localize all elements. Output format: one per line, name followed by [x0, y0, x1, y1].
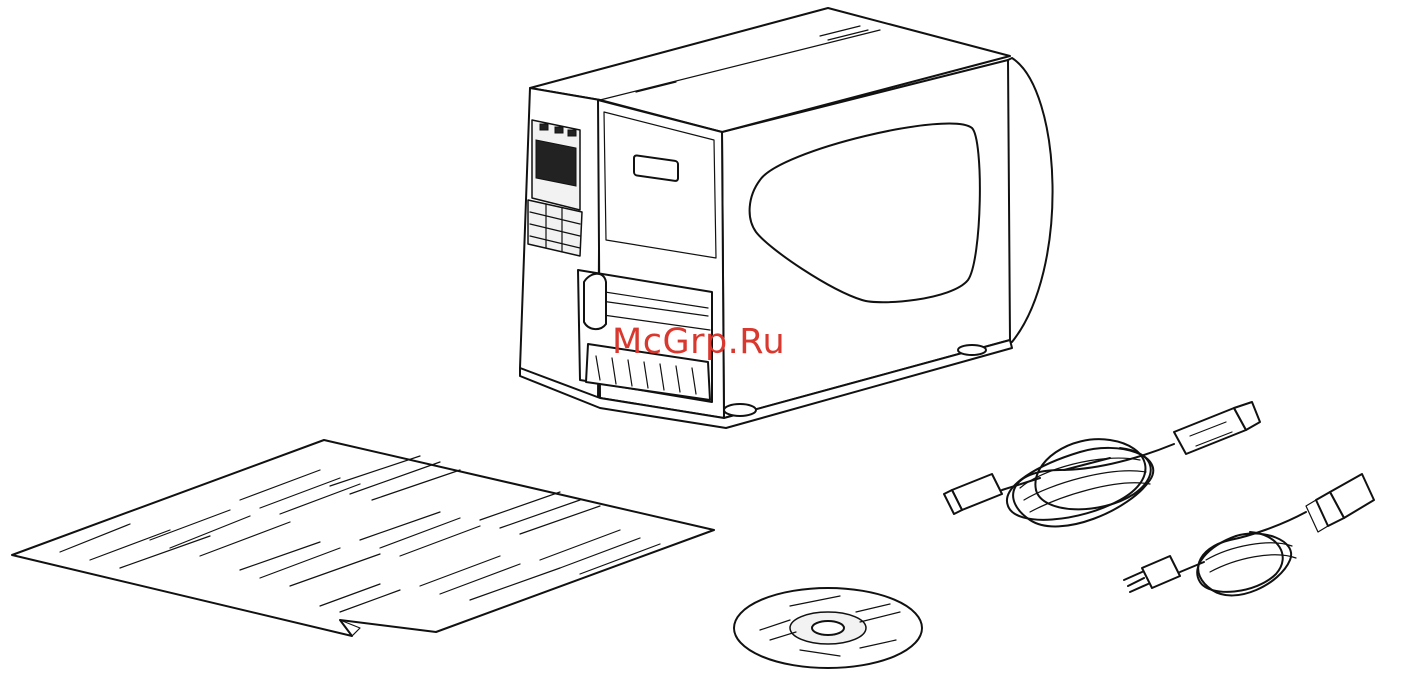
usb-cable-icon: [944, 402, 1260, 526]
document-icon: [12, 440, 714, 636]
cd-icon: [734, 588, 922, 668]
printer-icon: [520, 8, 1053, 428]
power-cord-icon: [1124, 474, 1374, 595]
watermark-text: McGrp.Ru: [612, 322, 785, 362]
